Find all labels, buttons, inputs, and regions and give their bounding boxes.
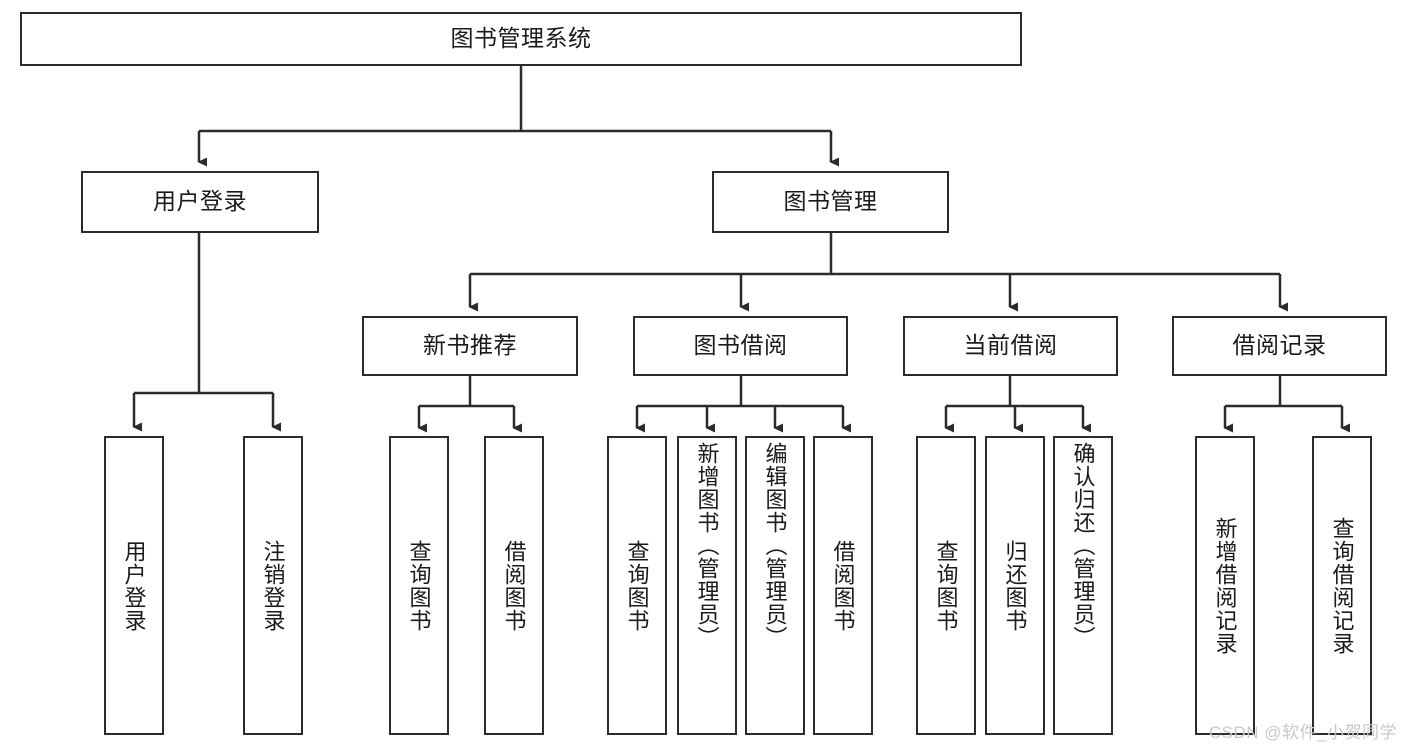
watermark: CSDN @软件_小贺同学 [1208, 723, 1397, 742]
node-label: 注销登录 [260, 539, 286, 632]
node-leaf-query-book-borrow[interactable]: 查询图书 [607, 436, 667, 735]
node-label: 查询图书 [933, 539, 959, 632]
node-label: 新书推荐 [423, 332, 517, 359]
node-root-system[interactable]: 图书管理系统 [20, 12, 1022, 66]
node-leaf-query-book-current[interactable]: 查询图书 [916, 436, 976, 735]
node-label: 确认归还（管理员） [1070, 442, 1096, 649]
node-new-book-recommend[interactable]: 新书推荐 [362, 316, 578, 376]
node-label: 新增借阅记录 [1212, 516, 1238, 655]
node-leaf-query-book-new[interactable]: 查询图书 [389, 436, 449, 735]
node-leaf-borrow-book[interactable]: 借阅图书 [813, 436, 873, 735]
node-label: 归还图书 [1002, 539, 1028, 632]
node-label: 编辑图书（管理员） [762, 442, 788, 649]
node-label: 图书借阅 [693, 332, 788, 359]
node-label: 查询借阅记录 [1329, 516, 1355, 655]
node-label: 借阅图书 [501, 539, 527, 632]
node-label: 图书管理 [783, 188, 878, 215]
node-label: 新增图书（管理员） [694, 442, 720, 649]
node-label: 当前借阅 [963, 332, 1058, 359]
node-borrow-record[interactable]: 借阅记录 [1172, 316, 1387, 376]
node-label: 借阅图书 [830, 539, 856, 632]
node-current-borrow[interactable]: 当前借阅 [903, 316, 1118, 376]
node-leaf-return-book[interactable]: 归还图书 [985, 436, 1045, 735]
node-leaf-edit-book-admin[interactable]: 编辑图书（管理员） [745, 436, 805, 735]
node-user-login[interactable]: 用户登录 [81, 171, 319, 233]
node-leaf-borrow-book-new[interactable]: 借阅图书 [484, 436, 544, 735]
node-book-borrow[interactable]: 图书借阅 [633, 316, 848, 376]
node-label: 图书管理系统 [450, 25, 592, 52]
node-leaf-add-book-admin[interactable]: 新增图书（管理员） [677, 436, 737, 735]
node-label: 查询图书 [406, 539, 432, 632]
node-leaf-confirm-return-admin[interactable]: 确认归还（管理员） [1053, 436, 1113, 735]
node-label: 用户登录 [153, 188, 247, 215]
node-label: 借阅记录 [1232, 332, 1327, 359]
node-leaf-add-borrow-record[interactable]: 新增借阅记录 [1195, 436, 1255, 735]
node-book-management[interactable]: 图书管理 [712, 171, 949, 233]
node-label: 用户登录 [121, 539, 147, 632]
node-leaf-user-login[interactable]: 用户登录 [104, 436, 164, 735]
node-label: 查询图书 [624, 539, 650, 632]
node-leaf-query-borrow-record[interactable]: 查询借阅记录 [1312, 436, 1372, 735]
node-leaf-logout-login[interactable]: 注销登录 [243, 436, 303, 735]
